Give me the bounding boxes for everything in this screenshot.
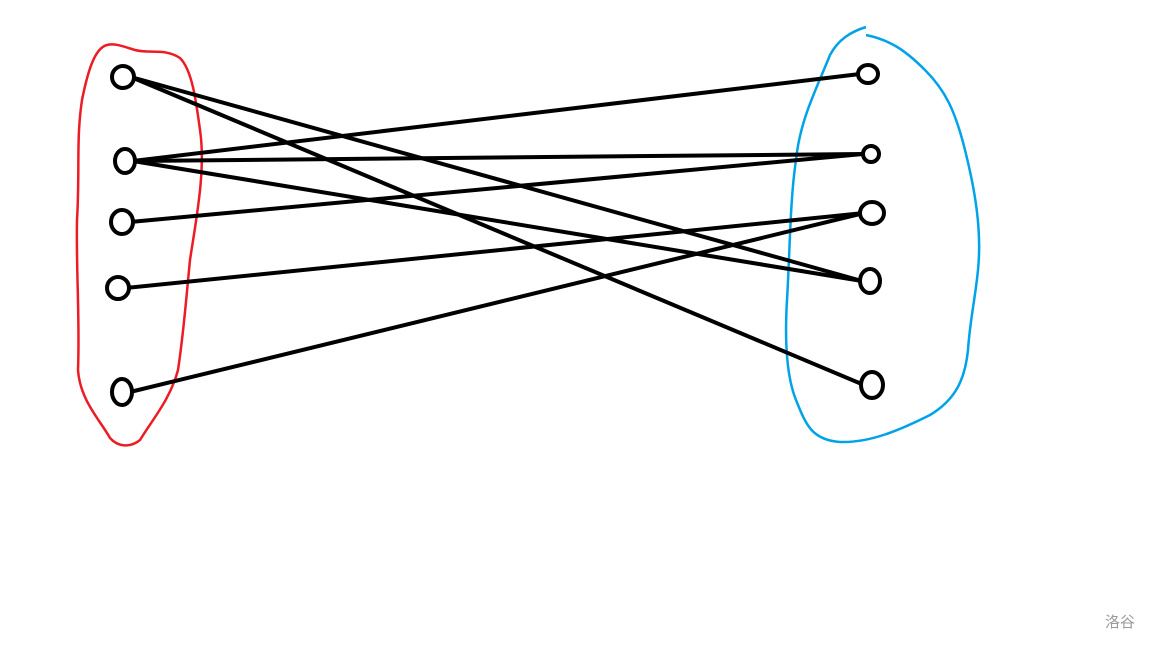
edge-L1-R4 — [130, 75, 863, 283]
edge-L3-R2 — [129, 152, 864, 224]
watermark-text: 洛谷 — [1104, 613, 1135, 631]
edge-L4-R3 — [125, 211, 865, 290]
nodes-group — [105, 63, 886, 407]
node-R3 — [858, 200, 886, 226]
edge-L2-R1 — [132, 72, 861, 163]
node-R2 — [861, 144, 881, 164]
node-L2 — [113, 147, 137, 175]
edge-L1-R5 — [130, 75, 865, 387]
node-L1 — [110, 64, 136, 90]
edge-L5-R3 — [129, 211, 865, 394]
node-L4 — [105, 275, 131, 301]
node-R1 — [856, 63, 880, 85]
node-R4 — [858, 267, 882, 295]
node-L3 — [109, 208, 135, 236]
edges-group — [125, 72, 865, 394]
node-L5 — [110, 377, 134, 407]
left-set-outline — [75, 43, 204, 447]
edge-L2-R2 — [132, 152, 864, 163]
edge-L2-R4 — [132, 159, 863, 283]
node-R5 — [859, 370, 885, 400]
